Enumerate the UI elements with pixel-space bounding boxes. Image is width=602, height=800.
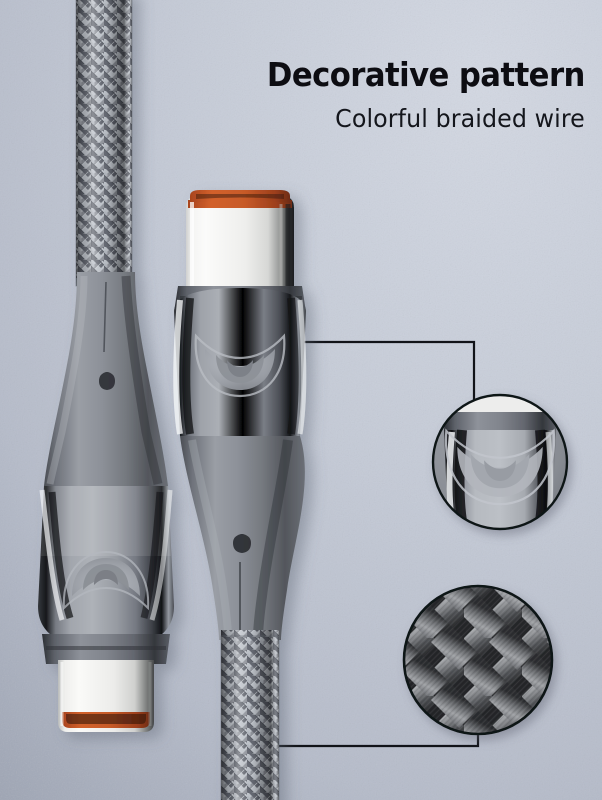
usb-c-tip-lower <box>58 660 154 732</box>
braid-callout-circle <box>402 584 554 736</box>
lower-relief-marker <box>99 372 115 390</box>
page-subtitle: Colorful braided wire <box>335 104 585 133</box>
connector-emblem-upper <box>194 333 286 398</box>
usb-c-tip-upper <box>186 190 294 288</box>
page-title: Decorative pattern <box>267 55 585 94</box>
upper-connector-assembly <box>173 190 307 800</box>
lower-connector-assembly <box>38 0 174 732</box>
braid-callout-line <box>268 733 480 748</box>
callout-leader-lines <box>268 340 480 748</box>
connector-emblem-lower <box>62 550 150 611</box>
lower-braided-cord <box>220 630 280 800</box>
upper-relief-marker <box>233 534 251 553</box>
connector-barrel-upper <box>174 288 306 436</box>
emblem-callout-line <box>268 340 476 400</box>
upper-left-braided-cord <box>75 0 133 287</box>
